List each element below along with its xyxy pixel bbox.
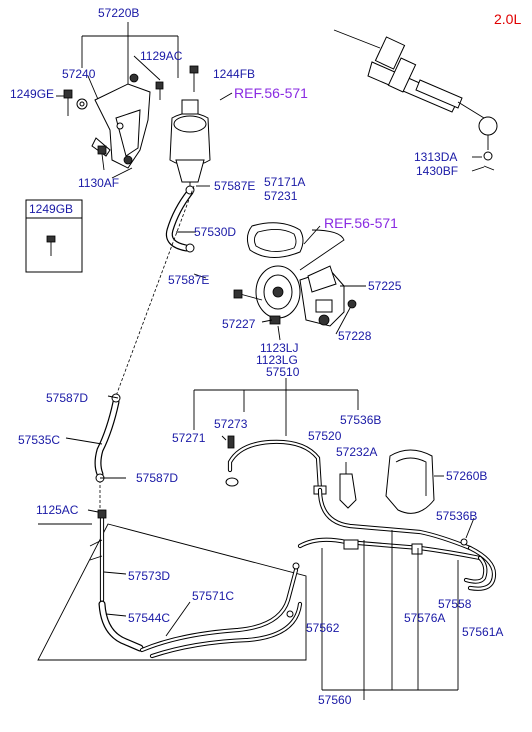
clamp-icon [185,243,195,253]
label-57536B-lower: 57536B [436,509,477,523]
label-57536B-upper: 57536B [340,413,381,427]
label-1123LG: 1123LG [256,353,298,367]
label-1129AC: 1129AC [140,49,183,63]
bolt-1130AF [97,145,107,171]
label-57573D: 57573D [128,569,170,583]
clamp-icon [185,185,195,195]
label-57520: 57520 [308,429,342,443]
nut-57240 [76,98,88,110]
label-57228: 57228 [338,329,372,343]
pump-bracket-group [56,22,179,179]
ref-label-mid: REF.56-571 [324,215,398,231]
label-57587D-lower: 57587D [136,471,178,485]
drive-belt-57231 [246,222,304,258]
label-57530D: 57530D [194,225,236,239]
label-57576A: 57576A [404,611,445,625]
cooler-lines [89,509,303,659]
label-57562: 57562 [306,621,340,635]
label-1244FB: 1244FB [213,67,255,81]
pump-leaders [261,285,366,341]
label-57240: 57240 [62,67,96,81]
label-57227: 57227 [222,317,256,331]
inset-box-label: 1249GB [29,202,73,216]
return-hose-57535C [94,185,195,510]
bracket-57232A [339,462,357,509]
ref-label-top: REF.56-571 [234,85,308,101]
label-1313DA: 1313DA [414,150,457,164]
bolt-1249GE [63,89,73,116]
label-57571C: 57571C [192,589,234,603]
steering-gear [333,29,498,172]
engine-label: 2.0L [494,11,521,27]
power-steering-pump [233,229,357,327]
label-57510: 57510 [266,365,300,379]
label-57560: 57560 [318,693,352,707]
label-57220B: 57220B [98,6,139,20]
label-57171A: 57171A [264,175,305,189]
label-57271: 57271 [172,431,206,445]
labels: 57220B 1129AC 57240 1249GE 1244FB 1130AF… [10,6,503,707]
label-57587D-upper: 57587D [46,391,88,405]
return-lines [297,487,497,591]
label-1130AF: 1130AF [78,176,119,190]
label-57561A: 57561A [462,625,503,639]
pressure-hose-57520 [225,435,327,495]
label-57544C: 57544C [128,611,170,625]
cooler-box [37,523,307,661]
suction-hose-57530D [165,185,195,253]
label-57587E-mid: 57587E [168,273,209,287]
reservoir [169,65,211,190]
label-1249GE: 1249GE [10,87,54,101]
label-57260B: 57260B [446,469,487,483]
inset-box-1249GB: 1249GB [25,199,83,273]
misc-leaders [65,185,475,637]
label-1430BF: 1430BF [416,164,458,178]
label-57273: 57273 [214,417,248,431]
heat-shield-57260B [385,449,444,514]
label-57558: 57558 [438,597,472,611]
label-57232A: 57232A [336,445,377,459]
assembly-57560-leaders [321,530,459,700]
label-1125AC: 1125AC [36,503,79,517]
label-57231: 57231 [264,189,298,203]
label-57225: 57225 [368,279,402,293]
pump-bracket [91,73,151,169]
label-57535C: 57535C [18,433,60,447]
bolt-1129AC [155,81,164,100]
screw-icon [46,235,56,243]
assembly-57510-leaders [193,378,359,436]
label-1123LJ: 1123LJ [260,341,298,355]
label-57587E-top: 57587E [214,179,255,193]
